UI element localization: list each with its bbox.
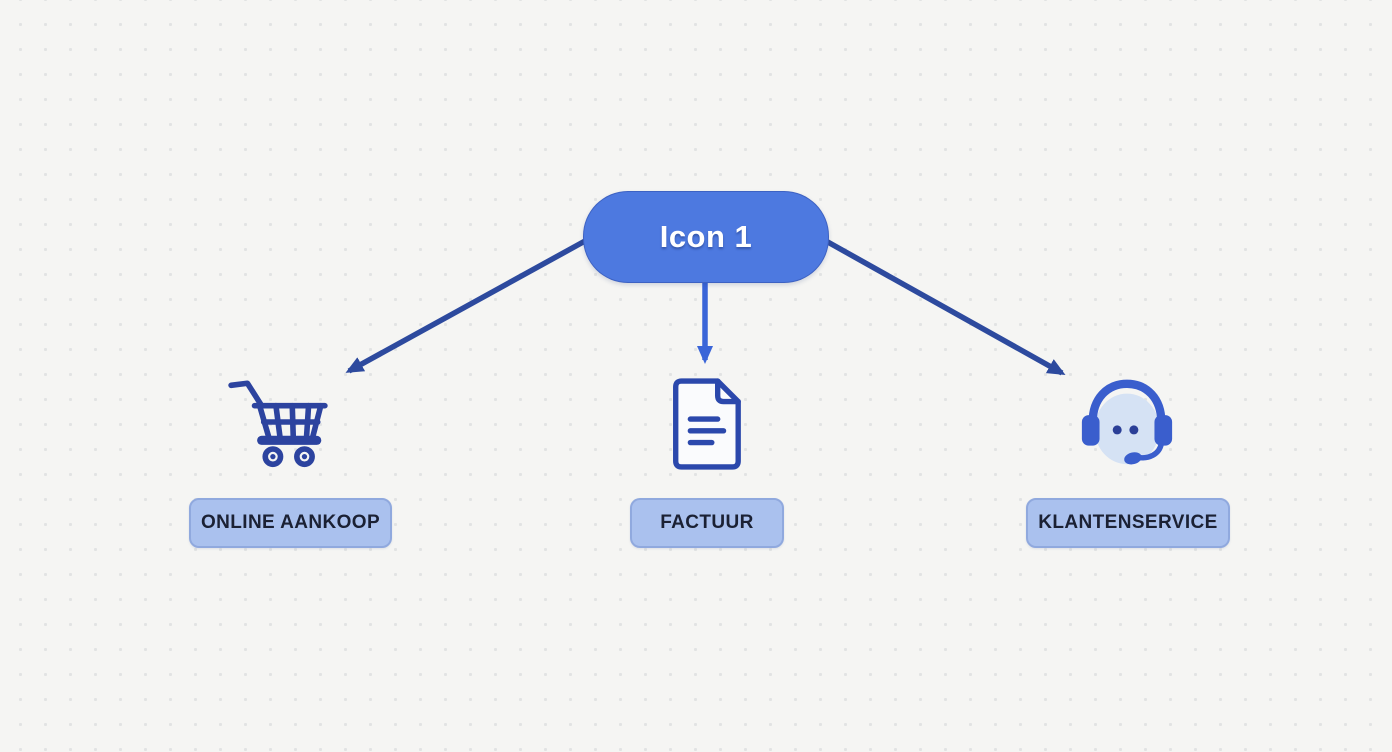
node-online-aankoop-label: ONLINE AANKOOP bbox=[200, 512, 381, 533]
arrow-to-online-aankoop bbox=[345, 238, 587, 374]
node-klantenservice-label: KLANTENSERVICE bbox=[1038, 512, 1218, 533]
shopping-cart-icon bbox=[226, 376, 332, 473]
root-node: Icon 1 bbox=[583, 191, 829, 283]
root-node-label: Icon 1 bbox=[659, 219, 753, 254]
headset-icon bbox=[1076, 373, 1178, 480]
node-factuur-label: FACTUUR bbox=[660, 512, 754, 533]
node-factuur: FACTUUR bbox=[630, 498, 784, 548]
node-klantenservice: KLANTENSERVICE bbox=[1026, 498, 1230, 548]
node-online-aankoop: ONLINE AANKOOP bbox=[189, 498, 392, 548]
arrow-to-klantenservice bbox=[824, 238, 1066, 376]
invoice-document-icon bbox=[664, 376, 746, 477]
